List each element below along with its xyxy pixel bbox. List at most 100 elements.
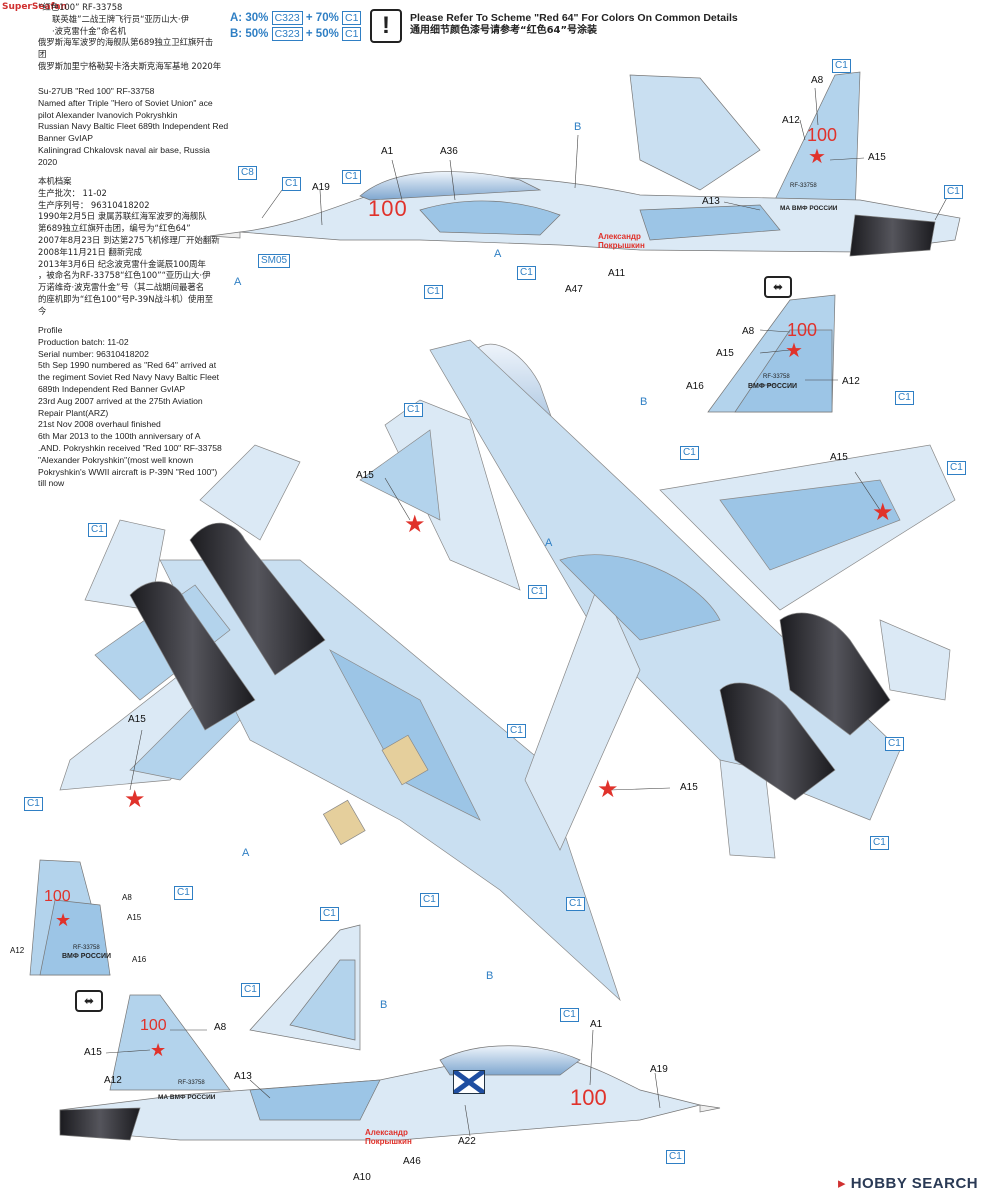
- tail-serial-top: RF-33758: [790, 183, 817, 189]
- label-a15-bottom: A15: [84, 1047, 102, 1058]
- tail-number-right: 100: [787, 320, 818, 340]
- label-c1-l3: C1: [24, 797, 43, 811]
- label-c1-p6: C1: [885, 737, 904, 751]
- label-c1-w2: C1: [241, 983, 260, 997]
- label-c1-t3: C1: [832, 59, 851, 73]
- label-b-bottom: B: [486, 970, 494, 982]
- label-c1-l4: C1: [420, 893, 439, 907]
- wing-star-4-icon: ★: [597, 776, 619, 803]
- label-a13-top: A13: [702, 196, 720, 207]
- label-a15-top: A15: [868, 152, 886, 163]
- label-a12-right: A12: [842, 376, 860, 387]
- tail-star-right-icon: ★: [785, 340, 803, 362]
- label-c1-t4: C1: [944, 185, 963, 199]
- label-a15-p1: A15: [830, 452, 848, 463]
- tail-star-bottom-icon: ★: [150, 1040, 167, 1060]
- label-c1-w1: C1: [320, 907, 339, 921]
- label-a-left: A: [242, 847, 250, 859]
- tail-number-bottom: 100: [140, 1017, 167, 1034]
- label-a8-left: A8: [122, 893, 132, 902]
- tail-detail-right: [707, 294, 836, 413]
- label-a1-top: A1: [381, 146, 394, 157]
- tail-number-left: 100: [44, 888, 71, 905]
- label-a22: A22: [458, 1136, 476, 1147]
- label-c1-lt1: C1: [174, 886, 193, 900]
- planform-right: [429, 339, 956, 859]
- label-a-top: A: [234, 276, 242, 288]
- label-a8-bottom: A8: [214, 1022, 227, 1033]
- color-mix-a: A: 30% C323 + 70% C1: [230, 11, 362, 25]
- label-c1-p3: C1: [947, 461, 966, 475]
- label-a1-bottom: A1: [590, 1019, 603, 1030]
- warning-exclamation-icon: !: [370, 9, 402, 43]
- tail-navy-top: МА ВМФ РОССИИ: [780, 205, 838, 212]
- label-a46: A46: [403, 1156, 421, 1167]
- side-profile-top: [209, 71, 961, 257]
- label-a15-l2: A15: [128, 714, 146, 725]
- label-a8-right: A8: [742, 326, 755, 337]
- label-a8-top: A8: [811, 75, 824, 86]
- tail-star-left-icon: ★: [55, 910, 72, 930]
- wing-detail-bottom: [249, 924, 361, 1051]
- label-c1-l2: C1: [88, 523, 107, 537]
- tail-detail-left: [29, 859, 111, 976]
- wing-star-1-icon: ★: [404, 511, 426, 538]
- tail-star-top-icon: ★: [808, 146, 826, 168]
- label-c1-b1: C1: [666, 1150, 685, 1164]
- side-number-top: 100: [368, 196, 408, 221]
- tail-navy-left: ВМФ РОССИИ: [62, 953, 111, 960]
- label-sm05: SM05: [258, 254, 291, 268]
- wing-star-2-icon: ★: [124, 786, 146, 813]
- tail-number-top: 100: [807, 125, 838, 145]
- hobby-search-logo: ▸ HOBBY SEARCH: [838, 1175, 979, 1192]
- label-a10: A10: [353, 1172, 371, 1183]
- label-a19-bottom: A19: [650, 1064, 668, 1075]
- label-c1-p8: C1: [566, 897, 585, 911]
- label-c1-t5: C1: [517, 266, 536, 280]
- side-profile-bottom: [59, 994, 721, 1141]
- label-c1-t1: C1: [282, 177, 301, 191]
- label-a15-p2: A15: [680, 782, 698, 793]
- label-c1-l1: C1: [404, 403, 423, 417]
- label-a12-top: A12: [782, 115, 800, 126]
- scheme-note-cn: 通用细节颜色漆号请参考“红色64”号涂装: [410, 25, 598, 36]
- label-a19-top: A19: [312, 182, 330, 193]
- label-c1-p4: C1: [528, 585, 547, 599]
- label-a15-left: A15: [127, 913, 142, 922]
- planform-left: [59, 399, 621, 1002]
- label-c1-p5: C1: [507, 724, 526, 738]
- label-a12-left: A12: [10, 946, 25, 955]
- label-a-top2: A: [494, 248, 502, 260]
- label-b-right: B: [640, 396, 648, 408]
- label-c1-p2: C1: [680, 446, 699, 460]
- label-c1-p7: C1: [870, 836, 889, 850]
- side-number-bottom: 100: [570, 1085, 607, 1110]
- label-c8-top: C8: [238, 166, 257, 180]
- tail-serial-bottom: RF-33758: [178, 1080, 205, 1086]
- scheme-note-en: Please Refer To Scheme "Red 64" For Colo…: [410, 12, 738, 24]
- watermark-top: SuperSeafan: [2, 2, 67, 12]
- tail-serial-right: RF-33758: [763, 374, 790, 380]
- label-b-top: B: [574, 121, 582, 133]
- tail-navy-bottom: МА ВМФ РОССИИ: [158, 1094, 216, 1101]
- label-c1-t2: C1: [342, 170, 361, 184]
- label-c1-w3: C1: [560, 1008, 579, 1022]
- swap-arrows-icon-bottom: ⬌: [75, 990, 103, 1012]
- label-a47: A47: [565, 284, 583, 295]
- label-a-right: A: [545, 537, 553, 549]
- label-a16-right: A16: [686, 381, 704, 392]
- label-a36: A36: [440, 146, 458, 157]
- naval-jack-flag-icon: [453, 1070, 485, 1094]
- label-a12-bottom: A12: [104, 1075, 122, 1086]
- label-a15-l1: A15: [356, 470, 374, 481]
- label-c1-p1: C1: [424, 285, 443, 299]
- label-a11: A11: [608, 268, 626, 279]
- label-c1-r1: C1: [895, 391, 914, 405]
